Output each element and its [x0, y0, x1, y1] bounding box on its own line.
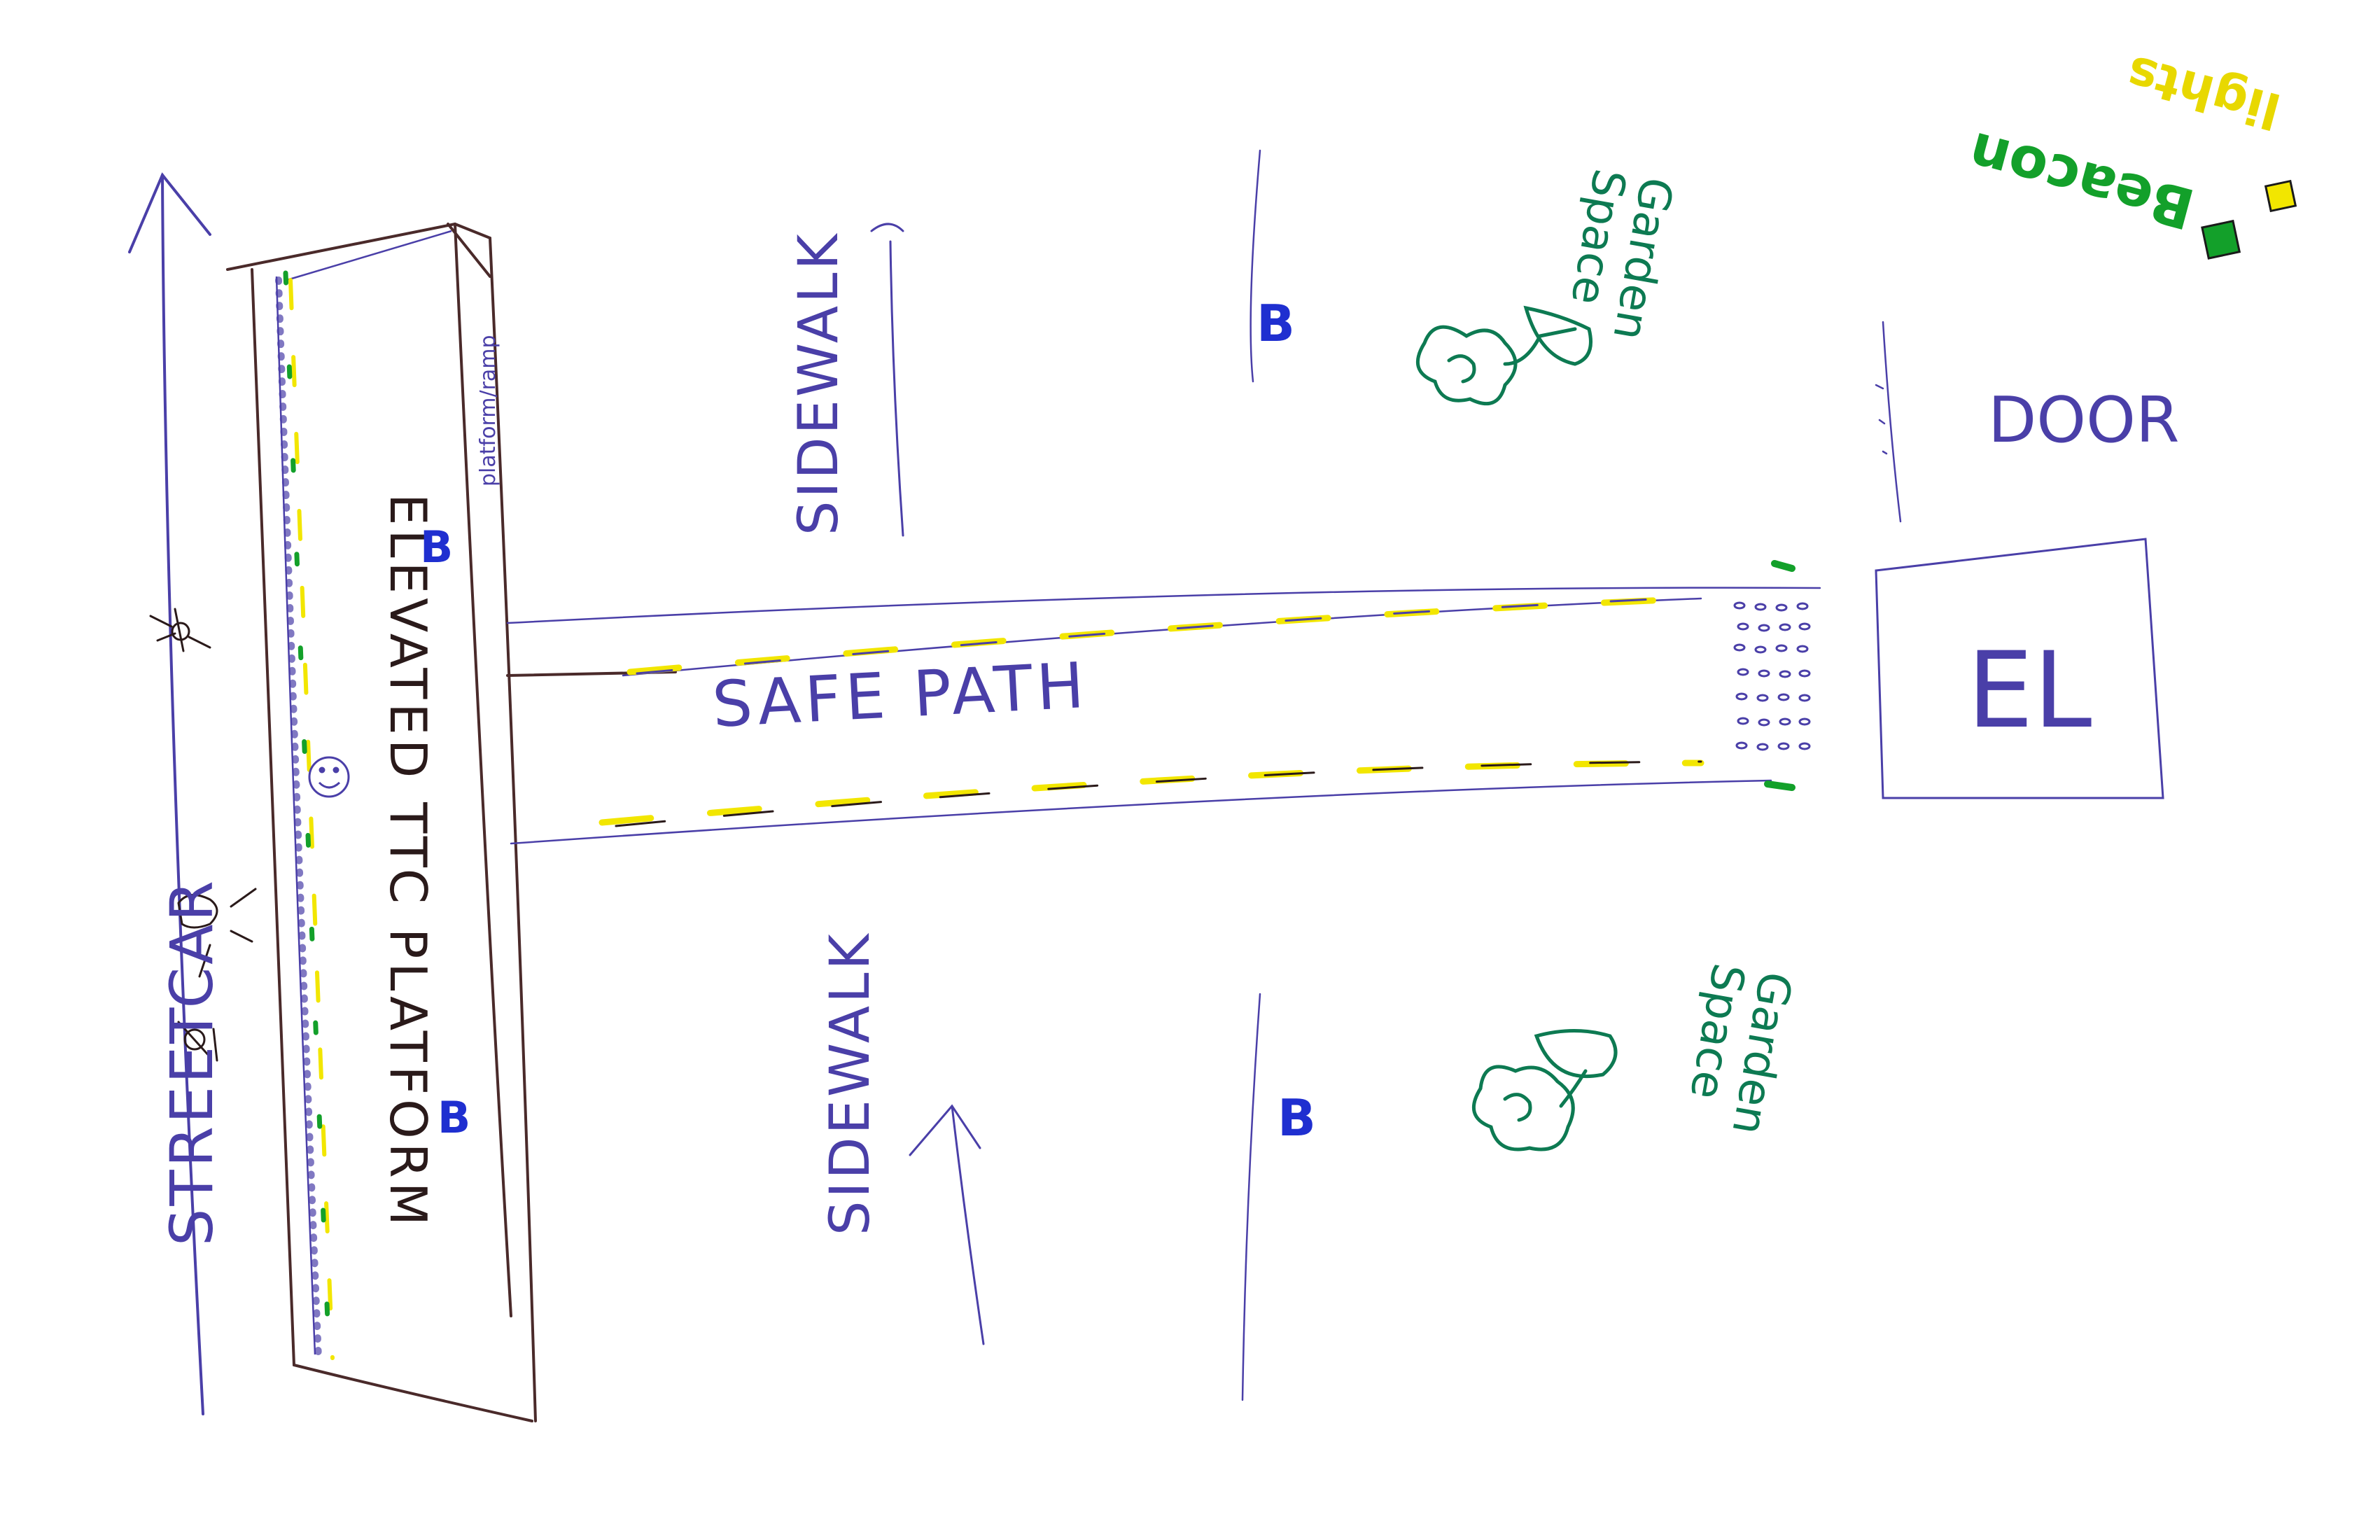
sidewalk-bottom-label: SIDEWALK: [819, 931, 882, 1236]
bench-marker-platform-top: B: [420, 522, 453, 573]
door-lines: [1876, 322, 1900, 522]
bench-marker-top: B: [1256, 294, 1295, 353]
smiley-face-icon: [309, 757, 349, 797]
bench-marker-bottom: B: [1278, 1088, 1316, 1147]
safe-path-walkway: [507, 588, 1820, 844]
door-label: DOOR: [1988, 384, 2180, 457]
garden-flower-bottom-icon: [1474, 1031, 1616, 1150]
platform-ramp-label: platform/ramp: [476, 335, 500, 486]
el-label: EL: [1967, 630, 2092, 752]
bench-marker-platform-bottom: B: [438, 1092, 470, 1143]
beacon-marker-icon: [2202, 221, 2239, 258]
sidewalk-bottom-arrow: [910, 1106, 983, 1344]
sidewalk-top-label: SIDEWALK: [788, 231, 850, 536]
tactile-dots: [1735, 603, 1809, 750]
sidewalk-top-arrow: [872, 224, 903, 536]
streetcar-label: STREETCAR: [158, 878, 226, 1246]
lights-marker-icon: [2266, 181, 2296, 211]
elevated-platform-label: ELEVATED TTC PLATFORM: [379, 493, 438, 1230]
